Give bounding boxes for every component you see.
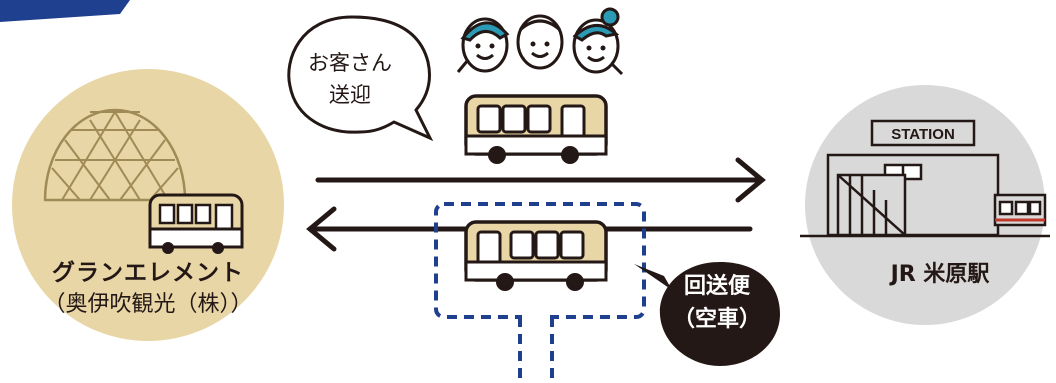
speech-bubble-text: お客さん 送迎	[290, 47, 410, 111]
return-badge-text: 回送便 （空車）	[657, 270, 777, 336]
parked-bus-icon	[148, 193, 244, 254]
dashed-route-gap	[522, 314, 550, 322]
speech-bubble-line-1: お客さん	[308, 51, 392, 75]
passenger-bus	[464, 94, 608, 164]
return-badge-shape	[634, 262, 780, 366]
empty-bus	[464, 220, 608, 291]
speech-bubble-line-2: 送迎	[329, 83, 371, 107]
corner-tab	[0, 0, 130, 22]
left-location-operator: （奥伊吹観光（株））	[43, 292, 253, 317]
return-badge-line-2: （空車）	[672, 307, 761, 332]
speech-bubble	[287, 15, 434, 142]
forward-arrow	[315, 157, 766, 203]
left-location-name: グランエレメント	[52, 260, 244, 286]
station-building-icon	[800, 119, 1050, 238]
return-badge-line-1: 回送便	[683, 274, 750, 299]
passengers-icon	[456, 7, 624, 76]
station-sign: STATION	[891, 126, 955, 143]
dome-building-icon	[43, 108, 187, 202]
right-location-name: JR 米原駅	[890, 262, 990, 287]
